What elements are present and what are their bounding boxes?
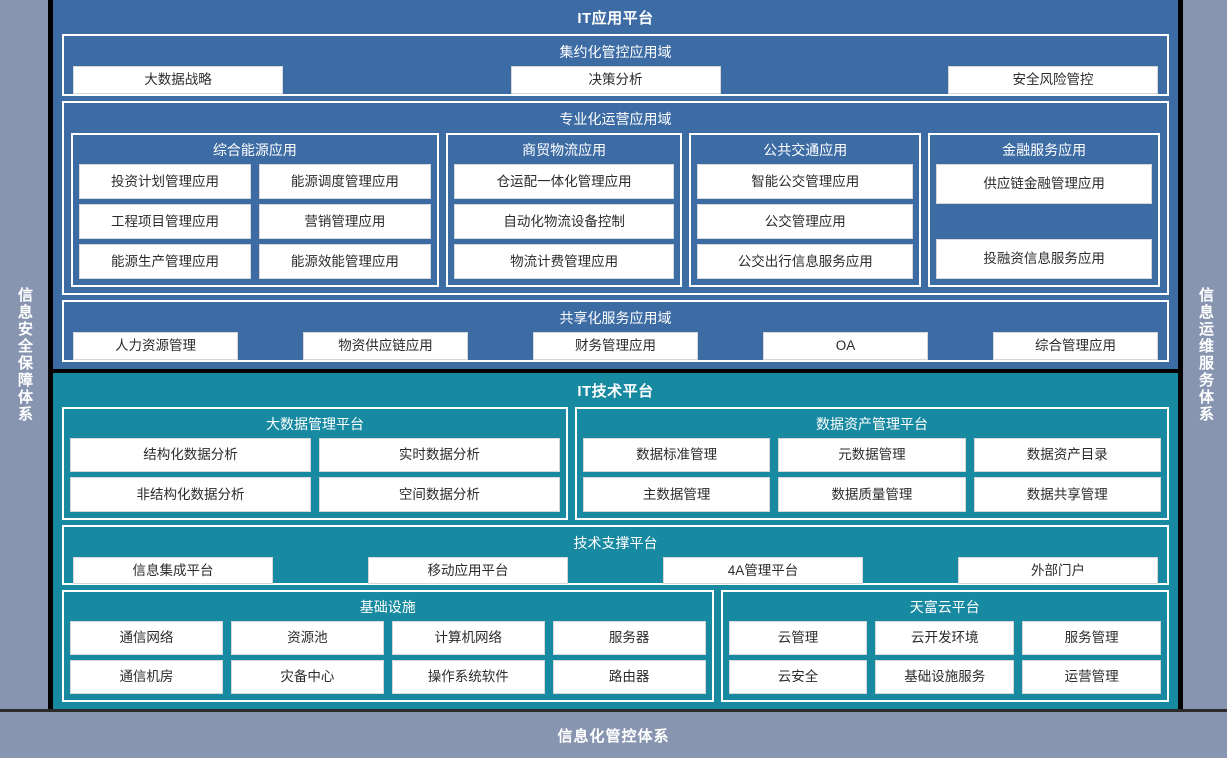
group-grid-big-data: 结构化数据分析 实时数据分析 非结构化数据分析 空间数据分析: [70, 438, 560, 512]
chip-communication-network[interactable]: 通信网络: [70, 620, 223, 655]
domain-shared-service: 共享化服务应用域 人力资源管理 物资供应链应用 财务管理应用 OA 综合管理应用: [62, 300, 1169, 362]
chip-bus-travel-information-service[interactable]: 公交出行信息服务应用: [697, 244, 914, 279]
chip-disaster-recovery-center[interactable]: 灾备中心: [230, 659, 384, 694]
chip-supply-chain-finance-management[interactable]: 供应链金融管理应用: [936, 164, 1152, 205]
group-grid-financial-service: 供应链金融管理应用 投融资信息服务应用: [936, 164, 1152, 279]
chip-data-standard-management[interactable]: 数据标准管理: [582, 438, 771, 473]
chip-bus-management[interactable]: 公交管理应用: [697, 204, 914, 239]
tech-row-infrastructure-cloud: 基础设施 通信网络 资源池 计算机网络 服务器 通信机房 灾备中心 操作系统软件…: [62, 589, 1169, 702]
group-grid-infrastructure: 通信网络 资源池 计算机网络 服务器 通信机房 灾备中心 操作系统软件 路由器: [70, 620, 706, 694]
domain-technical-support-platform: 技术支撑平台 信息集成平台 移动应用平台 4A管理平台 外部门户: [62, 524, 1169, 585]
chip-data-asset-catalog[interactable]: 数据资产目录: [973, 438, 1161, 473]
chip-master-data-management[interactable]: 主数据管理: [582, 477, 771, 512]
it-application-platform: IT应用平台 集约化管控应用域 大数据战略 决策分析 安全风险管控 专业化运营应…: [53, 0, 1178, 373]
chip-integrated-warehouse-transport[interactable]: 仓运配一体化管理应用: [453, 164, 675, 199]
chip-financial-management-application[interactable]: 财务管理应用: [533, 332, 698, 360]
chip-4a-management-platform[interactable]: 4A管理平台: [663, 556, 863, 585]
chip-decision-analysis[interactable]: 决策分析: [510, 66, 721, 94]
chip-marketing-management[interactable]: 营销管理应用: [258, 204, 431, 239]
chip-material-supply-chain-application[interactable]: 物资供应链应用: [303, 332, 468, 360]
center-column: IT应用平台 集约化管控应用域 大数据战略 决策分析 安全风险管控 专业化运营应…: [53, 0, 1178, 709]
chip-energy-efficiency-management[interactable]: 能源效能管理应用: [258, 244, 431, 279]
right-rail-information-om-service-system: 信息运维服务体系: [1178, 0, 1227, 709]
chip-investment-plan-management[interactable]: 投资计划管理应用: [79, 164, 251, 199]
chip-service-management[interactable]: 服务管理: [1022, 620, 1161, 655]
chip-mobile-application-platform[interactable]: 移动应用平台: [368, 556, 568, 585]
domain-title-intensive-management-control: 集约化管控应用域: [559, 44, 672, 60]
chip-unstructured-data-analysis[interactable]: 非结构化数据分析: [70, 477, 311, 512]
it-technical-platform: IT技术平台 大数据管理平台 结构化数据分析 实时数据分析 非结构化数据分析 空…: [53, 373, 1178, 709]
group-integrated-energy-application: 综合能源应用 投资计划管理应用 能源调度管理应用 工程项目管理应用 营销管理应用…: [71, 133, 439, 287]
group-commerce-logistics-application: 商贸物流应用 仓运配一体化管理应用 自动化物流设备控制 物流计费管理应用: [445, 133, 683, 287]
group-grid-tianfu-cloud: 云管理 云开发环境 服务管理 云安全 基础设施服务 运营管理: [728, 620, 1161, 694]
chip-oa[interactable]: OA: [763, 332, 928, 360]
domain-title-technical-support-platform: 技术支撑平台: [573, 534, 658, 551]
chip-energy-dispatch-management[interactable]: 能源调度管理应用: [258, 164, 431, 199]
chip-resource-pool[interactable]: 资源池: [230, 620, 384, 655]
chip-router[interactable]: 路由器: [552, 659, 706, 694]
chip-comprehensive-management-application[interactable]: 综合管理应用: [993, 332, 1158, 360]
tech-row-data-platforms: 大数据管理平台 结构化数据分析 实时数据分析 非结构化数据分析 空间数据分析 数…: [62, 407, 1169, 520]
chip-operating-system-software[interactable]: 操作系统软件: [391, 659, 545, 694]
group-data-asset-management-platform: 数据资产管理平台 数据标准管理 元数据管理 数据资产目录 主数据管理 数据质量管…: [574, 407, 1169, 520]
chip-smart-bus-management[interactable]: 智能公交管理应用: [697, 164, 914, 199]
chip-external-portal[interactable]: 外部门户: [958, 556, 1158, 585]
group-title-data-asset-management: 数据资产管理平台: [815, 416, 928, 432]
domain-title-specialized-operation: 专业化运营应用域: [559, 111, 672, 127]
chip-information-integration-platform[interactable]: 信息集成平台: [73, 556, 273, 585]
chip-automated-logistics-equipment-control[interactable]: 自动化物流设备控制: [453, 204, 675, 239]
group-title-public-transport: 公共交通应用: [763, 142, 848, 158]
chip-energy-production-management[interactable]: 能源生产管理应用: [79, 244, 251, 279]
chip-data-sharing-management[interactable]: 数据共享管理: [973, 477, 1161, 512]
left-rail-information-security-system: 信息安全保障体系: [0, 0, 53, 709]
group-grid-commerce-logistics: 仓运配一体化管理应用 自动化物流设备控制 物流计费管理应用: [453, 164, 675, 279]
chip-server[interactable]: 服务器: [552, 620, 706, 655]
chip-infrastructure-service[interactable]: 基础设施服务: [875, 659, 1015, 694]
chip-row-technical-support: 信息集成平台 移动应用平台 4A管理平台 外部门户: [67, 556, 1164, 589]
chip-operation-management[interactable]: 运营管理: [1022, 659, 1161, 694]
chip-row-intensive: 大数据战略 决策分析 安全风险管控: [67, 66, 1164, 98]
chip-realtime-data-analysis[interactable]: 实时数据分析: [318, 438, 560, 473]
bottom-bar-informatization-management-system: 信息化管控体系: [0, 709, 1227, 758]
chip-human-resource-management[interactable]: 人力资源管理: [73, 332, 238, 360]
chip-security-risk-control[interactable]: 安全风险管控: [948, 66, 1158, 94]
group-title-big-data-management: 大数据管理平台: [265, 416, 364, 432]
group-row-specialized-operation: 综合能源应用 投资计划管理应用 能源调度管理应用 工程项目管理应用 营销管理应用…: [67, 133, 1164, 290]
chip-row-shared-service: 人力资源管理 物资供应链应用 财务管理应用 OA 综合管理应用: [67, 332, 1164, 364]
domain-title-shared-service: 共享化服务应用域: [559, 310, 672, 326]
group-big-data-management-platform: 大数据管理平台 结构化数据分析 实时数据分析 非结构化数据分析 空间数据分析: [62, 407, 568, 520]
chip-spatial-data-analysis[interactable]: 空间数据分析: [318, 477, 560, 512]
chip-computer-network[interactable]: 计算机网络: [391, 620, 545, 655]
group-title-commerce-logistics: 商贸物流应用: [522, 142, 607, 158]
group-grid-public-transport: 智能公交管理应用 公交管理应用 公交出行信息服务应用: [697, 164, 914, 279]
domain-intensive-management-control: 集约化管控应用域 大数据战略 决策分析 安全风险管控: [62, 34, 1169, 96]
group-title-integrated-energy: 综合能源应用: [212, 142, 297, 158]
group-public-transport-application: 公共交通应用 智能公交管理应用 公交管理应用 公交出行信息服务应用: [689, 133, 922, 287]
domain-specialized-operation: 专业化运营应用域 综合能源应用 投资计划管理应用 能源调度管理应用 工程项目管理…: [62, 101, 1169, 295]
chip-data-quality-management[interactable]: 数据质量管理: [778, 477, 966, 512]
chip-logistics-billing-management[interactable]: 物流计费管理应用: [453, 244, 675, 279]
group-financial-service-application: 金融服务应用 供应链金融管理应用 投融资信息服务应用: [928, 133, 1160, 287]
group-title-financial-service: 金融服务应用: [1002, 142, 1087, 158]
chip-communication-room[interactable]: 通信机房: [70, 659, 223, 694]
chip-cloud-security[interactable]: 云安全: [728, 659, 868, 694]
chip-big-data-strategy[interactable]: 大数据战略: [73, 66, 283, 94]
group-title-infrastructure: 基础设施: [359, 598, 416, 615]
chip-engineering-project-management[interactable]: 工程项目管理应用: [79, 204, 251, 239]
chip-investment-financing-information-service[interactable]: 投融资信息服务应用: [936, 238, 1152, 279]
it-application-platform-title: IT应用平台: [577, 10, 654, 27]
it-technical-platform-body: 大数据管理平台 结构化数据分析 实时数据分析 非结构化数据分析 空间数据分析 数…: [53, 407, 1178, 709]
chip-metadata-management[interactable]: 元数据管理: [778, 438, 966, 473]
chip-cloud-management[interactable]: 云管理: [728, 620, 868, 655]
it-application-platform-body: 集约化管控应用域 大数据战略 决策分析 安全风险管控 专业化运营应用域: [53, 34, 1178, 369]
group-grid-data-asset: 数据标准管理 元数据管理 数据资产目录 主数据管理 数据质量管理 数据共享管理: [582, 438, 1161, 512]
chip-structured-data-analysis[interactable]: 结构化数据分析: [70, 438, 311, 473]
group-grid-integrated-energy: 投资计划管理应用 能源调度管理应用 工程项目管理应用 营销管理应用 能源生产管理…: [79, 164, 431, 279]
chip-cloud-development-environment[interactable]: 云开发环境: [875, 620, 1015, 655]
it-technical-platform-title: IT技术平台: [577, 383, 654, 400]
group-title-tianfu-cloud-platform: 天富云平台: [909, 598, 980, 615]
group-infrastructure: 基础设施 通信网络 资源池 计算机网络 服务器 通信机房 灾备中心 操作系统软件…: [62, 589, 714, 702]
group-tianfu-cloud-platform: 天富云平台 云管理 云开发环境 服务管理 云安全 基础设施服务 运营管理: [720, 589, 1169, 702]
main-band: 信息安全保障体系 IT应用平台 集约化管控应用域 大数据战略 决策分析 安全风险…: [0, 0, 1227, 709]
